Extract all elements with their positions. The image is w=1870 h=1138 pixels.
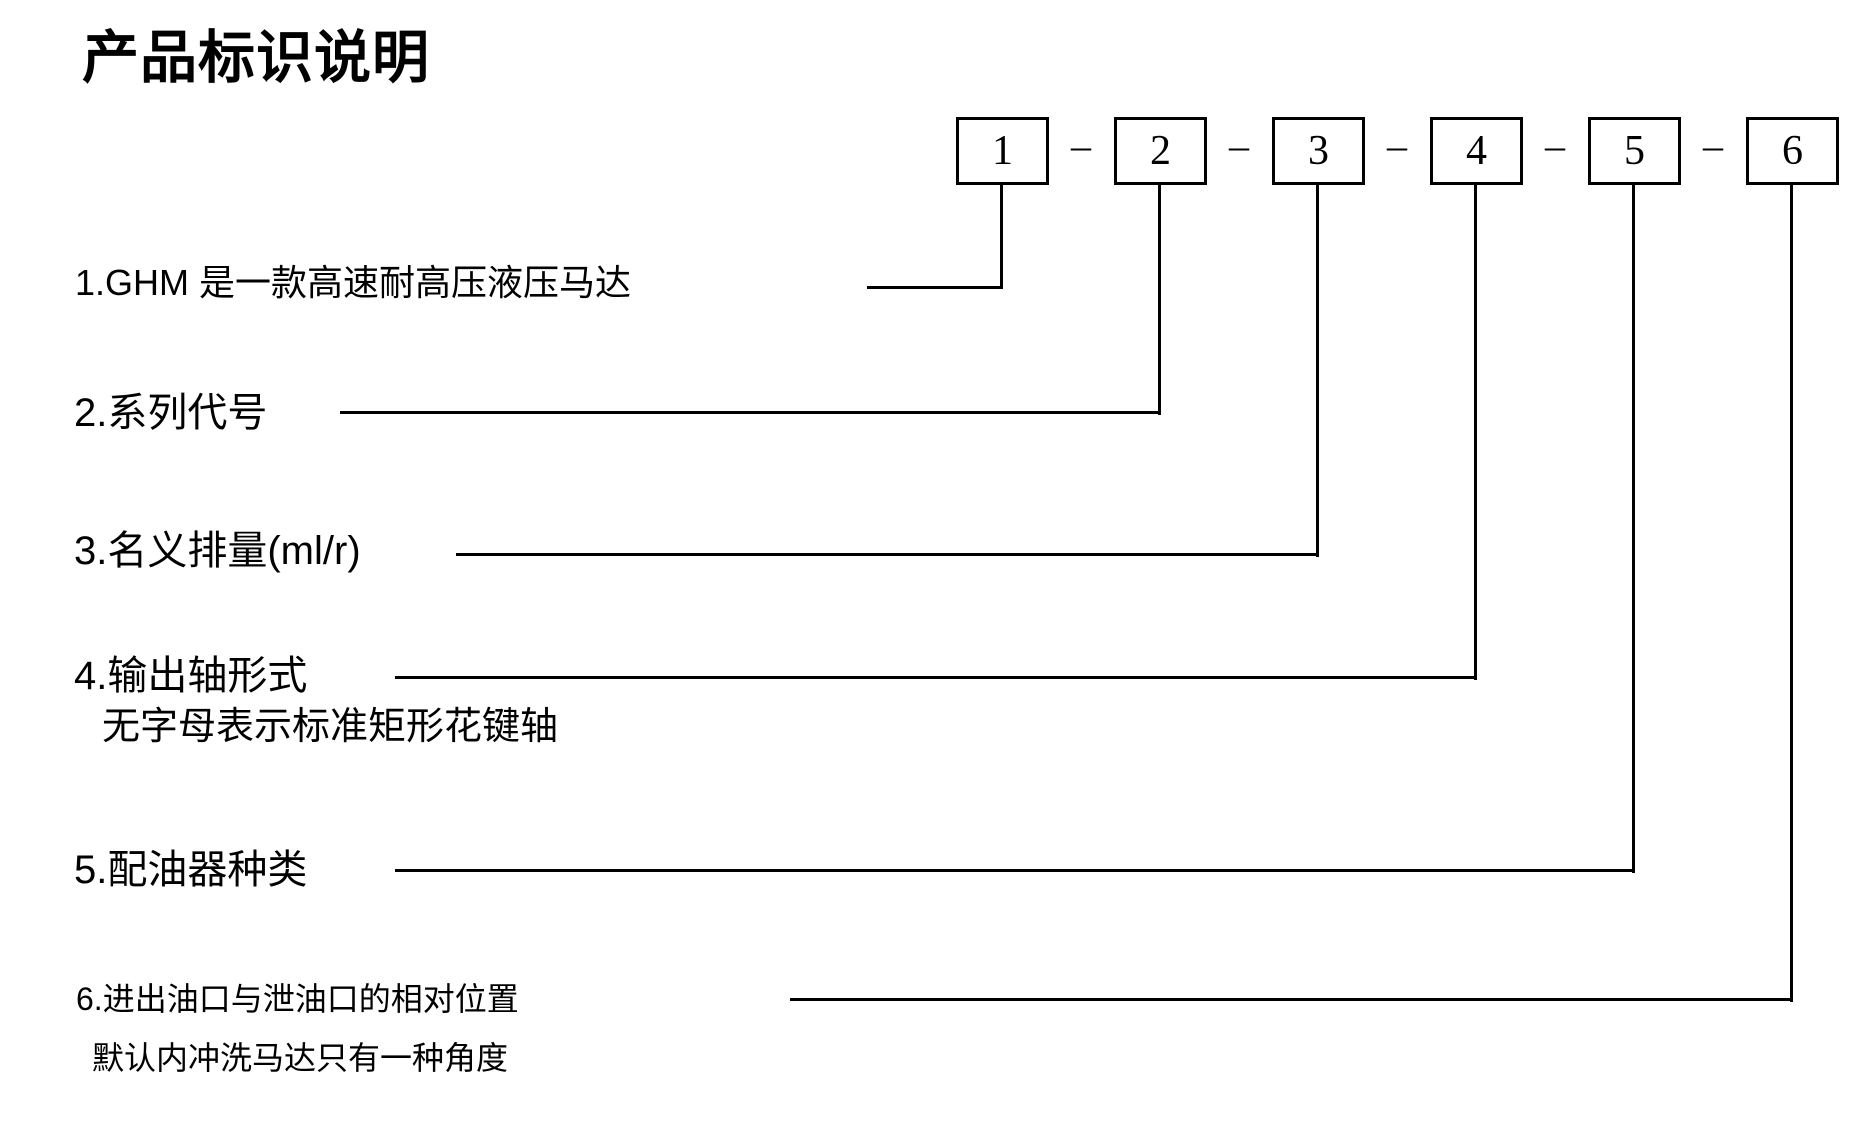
label-6-note: 默认内冲洗马达只有一种角度 [92, 1040, 509, 1076]
code-box-2: 2 [1114, 117, 1207, 185]
connector-3-vertical [1316, 185, 1319, 557]
code-separator-5: – [1703, 123, 1723, 168]
page-title: 产品标识说明 [82, 27, 430, 90]
code-separator-1: – [1071, 123, 1091, 168]
code-box-5: 5 [1588, 117, 1681, 185]
connector-6-horizontal [790, 998, 1793, 1001]
connector-6-vertical [1790, 185, 1793, 1002]
code-separator-3: – [1387, 123, 1407, 168]
code-box-4: 4 [1430, 117, 1523, 185]
connector-1-vertical [1000, 185, 1003, 289]
connector-4-vertical [1474, 185, 1477, 680]
connector-2-horizontal [340, 411, 1161, 414]
label-4-output-shaft: 4.输出轴形式 [74, 654, 308, 698]
code-separator-2: – [1229, 123, 1249, 168]
label-3-displacement: 3.名义排量(ml/r) [74, 529, 361, 573]
label-1-ghm-description: 1.GHM 是一款高速耐高压液压马达 [75, 262, 632, 303]
code-box-1: 1 [956, 117, 1049, 185]
label-5-distributor-type: 5.配油器种类 [74, 848, 308, 892]
label-4-note: 无字母表示标准矩形花键轴 [102, 706, 559, 748]
code-box-3: 3 [1272, 117, 1365, 185]
connector-1-horizontal [867, 286, 1003, 289]
connector-5-vertical [1632, 185, 1635, 873]
label-6-port-position: 6.进出油口与泄油口的相对位置 [76, 981, 519, 1017]
label-2-series-code: 2.系列代号 [74, 391, 268, 435]
code-box-6: 6 [1746, 117, 1839, 185]
connector-5-horizontal [395, 869, 1635, 872]
connector-2-vertical [1158, 185, 1161, 415]
connector-4-horizontal [395, 676, 1477, 679]
connector-3-horizontal [456, 553, 1319, 556]
code-separator-4: – [1545, 123, 1565, 168]
